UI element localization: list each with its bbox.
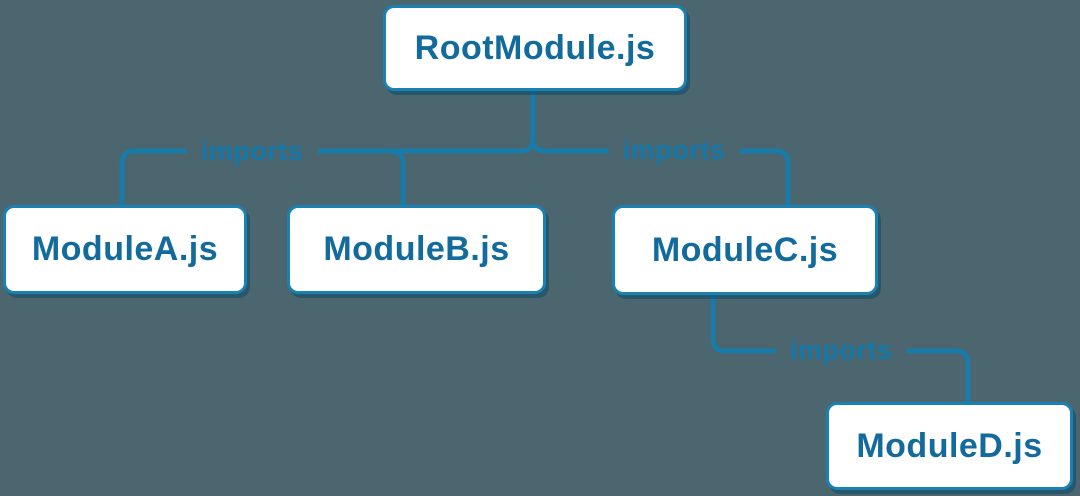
node-root-module: RootModule.js [383,5,687,91]
node-module-c-label: ModuleC.js [651,230,839,269]
node-module-d: ModuleD.js [826,402,1073,490]
node-module-a-label: ModuleA.js [31,230,219,268]
node-module-b: ModuleB.js [287,205,546,294]
node-module-c: ModuleC.js [612,205,878,295]
edge-label-imports-moduleA: imports [186,136,318,167]
node-root-module-label: RootModule.js [414,28,656,67]
node-module-a: ModuleA.js [3,205,247,294]
node-module-b-label: ModuleB.js [323,230,510,268]
edge-root-to-moduleA [119,90,536,207]
edge-label-imports-moduleD: imports [775,335,907,366]
edge-label-imports-moduleC: imports [608,135,740,166]
node-module-d-label: ModuleD.js [856,426,1043,465]
edge-root-to-moduleB [389,148,406,207]
